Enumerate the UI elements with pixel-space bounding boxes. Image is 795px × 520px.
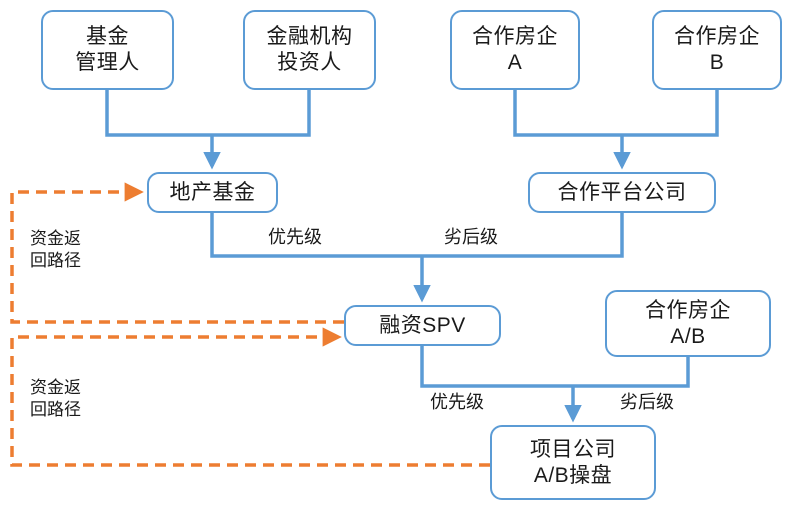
connector-financial-investor-to-real-estate-fund	[212, 90, 311, 137]
node-partner-developer-ab[interactable]: 合作房企 A/B	[605, 290, 771, 357]
node-partner-developer-a[interactable]: 合作房企 A	[450, 10, 580, 90]
return-path-label-lower: 资金返 回路径	[30, 378, 81, 420]
edge-label-senior-upper: 优先级	[268, 227, 322, 247]
connector-developer-b-to-platform-company	[622, 90, 719, 137]
node-platform-company[interactable]: 合作平台公司	[528, 172, 716, 213]
node-financing-spv[interactable]: 融资SPV	[344, 305, 501, 346]
connector-spv-to-project-company	[420, 346, 573, 388]
return-path-label-upper: 资金返 回路径	[30, 229, 81, 271]
return-path-spv-to-real-estate-fund	[10, 182, 344, 324]
edge-label-subordinate-upper: 劣后级	[444, 227, 498, 247]
node-real-estate-fund[interactable]: 地产基金	[147, 172, 278, 213]
node-partner-developer-b[interactable]: 合作房企 B	[652, 10, 782, 90]
connector-real-estate-fund-to-spv	[210, 213, 422, 258]
connector-platform-company-to-spv	[422, 213, 624, 258]
edge-label-subordinate-lower: 劣后级	[620, 392, 674, 412]
node-financial-investor[interactable]: 金融机构 投资人	[243, 10, 376, 90]
connector-developer-a-to-platform-company	[513, 90, 622, 137]
connector-developer-ab-to-project-company	[573, 357, 690, 388]
node-fund-manager[interactable]: 基金 管理人	[41, 10, 174, 90]
return-path-project-company-to-spv	[10, 327, 490, 467]
connector-fund-manager-to-real-estate-fund	[105, 90, 212, 137]
edge-label-senior-lower: 优先级	[430, 392, 484, 412]
node-project-company[interactable]: 项目公司 A/B操盘	[490, 425, 656, 500]
